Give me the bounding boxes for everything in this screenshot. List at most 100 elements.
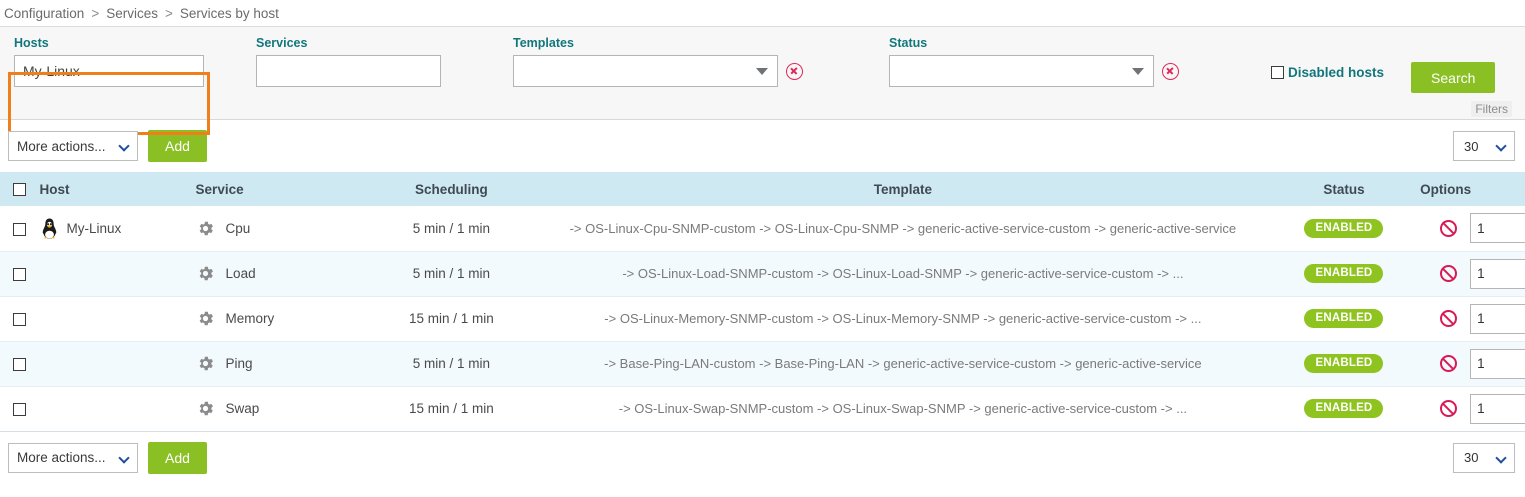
column-header-scheduling[interactable]: Scheduling — [384, 172, 518, 206]
table-header-row: Host Service Scheduling Template Status … — [0, 172, 1525, 206]
quantity-input[interactable] — [1470, 393, 1525, 424]
templates-clear-icon[interactable] — [786, 62, 803, 80]
status-wrap: ENABLED — [1288, 399, 1400, 419]
row-select-cell — [0, 250, 40, 296]
services-table: Host Service Scheduling Template Status … — [0, 172, 1525, 431]
service-link[interactable]: Ping — [196, 354, 385, 373]
templates-select[interactable] — [513, 55, 778, 87]
status-badge[interactable]: ENABLED — [1304, 399, 1384, 419]
options-wrap — [1420, 303, 1525, 334]
status-wrap: ENABLED — [1288, 309, 1400, 328]
chevron-down-icon — [118, 140, 130, 152]
scheduling-value: 5 min / 1 min — [412, 266, 491, 281]
page-size-select-top[interactable]: 30 — [1453, 131, 1515, 161]
service-link[interactable]: Swap — [196, 399, 385, 418]
templates-label: Templates — [513, 36, 574, 50]
template-chain: -> OS-Linux-Load-SNMP-custom -> OS-Linux… — [622, 266, 1184, 281]
template-chain: -> OS-Linux-Memory-SNMP-custom -> OS-Lin… — [604, 311, 1202, 326]
page-size-select-bottom[interactable]: 30 — [1453, 442, 1515, 473]
row-select-cell — [0, 206, 40, 251]
service-name: Swap — [225, 401, 260, 417]
column-header-status[interactable]: Status — [1287, 172, 1401, 206]
quantity-input[interactable] — [1470, 303, 1525, 334]
scheduling-cell: 15 min / 1 min — [384, 295, 518, 341]
table-header: Host Service Scheduling Template Status … — [0, 172, 1525, 206]
filter-hosts: Hosts — [14, 36, 204, 87]
breadcrumb-separator: > — [164, 5, 173, 21]
service-link[interactable]: Cpu — [196, 219, 385, 238]
gear-icon — [199, 402, 213, 416]
row-checkbox[interactable] — [13, 403, 26, 417]
hosts-input[interactable] — [14, 55, 204, 87]
host-link[interactable]: My-Linux — [40, 218, 196, 239]
template-cell: -> OS-Linux-Memory-SNMP-custom -> OS-Lin… — [518, 295, 1288, 341]
status-cell: ENABLED — [1287, 385, 1401, 431]
services-input[interactable] — [256, 55, 441, 87]
select-all-checkbox[interactable] — [13, 183, 26, 197]
more-actions-label: More actions... — [17, 138, 106, 154]
column-header-host[interactable]: Host — [39, 172, 196, 206]
options-wrap — [1420, 258, 1525, 289]
breadcrumb-item-services-by-host[interactable]: Services by host — [179, 5, 279, 21]
filters-panel-tag: Filters — [1471, 101, 1512, 117]
row-select-cell — [0, 385, 40, 431]
status-badge[interactable]: ENABLED — [1304, 309, 1384, 328]
status-label: Status — [889, 36, 928, 50]
template-chain: -> Base-Ping-LAN-custom -> Base-Ping-LAN… — [604, 356, 1202, 371]
deny-icon[interactable] — [1440, 265, 1458, 282]
add-button-bottom[interactable]: Add — [148, 441, 207, 474]
template-cell: -> Base-Ping-LAN-custom -> Base-Ping-LAN… — [518, 340, 1288, 386]
breadcrumb-item-configuration[interactable]: Configuration — [4, 5, 85, 21]
quantity-input[interactable] — [1470, 258, 1525, 289]
status-wrap: ENABLED — [1288, 218, 1400, 238]
chevron-down-icon — [756, 68, 768, 75]
scheduling-value: 5 min / 1 min — [412, 356, 491, 371]
service-cell: Memory — [195, 295, 385, 341]
status-clear-icon[interactable] — [1162, 62, 1179, 80]
add-button-top[interactable]: Add — [148, 130, 207, 162]
scheduling-value: 15 min / 1 min — [409, 311, 494, 326]
breadcrumb-item-services[interactable]: Services — [106, 5, 158, 21]
service-name: Memory — [225, 311, 275, 326]
disabled-hosts-checkbox[interactable] — [1271, 66, 1284, 79]
deny-icon[interactable] — [1440, 219, 1458, 237]
row-checkbox[interactable] — [13, 267, 26, 281]
options-cell — [1400, 250, 1525, 296]
deny-icon[interactable] — [1440, 400, 1458, 418]
options-wrap — [1420, 348, 1525, 379]
more-actions-select-top[interactable]: More actions... — [8, 131, 138, 161]
status-badge[interactable]: ENABLED — [1304, 264, 1384, 283]
service-link[interactable]: Load — [196, 264, 385, 283]
column-header-template[interactable]: Template — [518, 172, 1288, 206]
status-cell: ENABLED — [1288, 206, 1400, 251]
row-checkbox[interactable] — [13, 357, 26, 371]
row-checkbox[interactable] — [13, 312, 26, 326]
column-header-service[interactable]: Service — [195, 172, 385, 206]
more-actions-select-bottom[interactable]: More actions... — [8, 442, 138, 473]
search-button[interactable]: Search — [1411, 62, 1496, 93]
services-label: Services — [256, 36, 308, 50]
options-wrap — [1420, 393, 1525, 424]
chevron-down-icon — [1495, 140, 1507, 152]
page-size-value: 30 — [1464, 450, 1479, 465]
status-badge[interactable]: ENABLED — [1304, 218, 1384, 238]
row-checkbox[interactable] — [13, 222, 26, 236]
quantity-input[interactable] — [1470, 213, 1525, 244]
row-select-cell — [0, 295, 40, 341]
toolbar-bottom: More actions... Add 30 — [0, 431, 1525, 483]
deny-icon[interactable] — [1440, 355, 1458, 372]
service-cell: Load — [195, 250, 385, 296]
service-link[interactable]: Memory — [196, 309, 385, 328]
quantity-input[interactable] — [1470, 348, 1525, 379]
deny-icon[interactable] — [1440, 310, 1458, 327]
status-select[interactable] — [889, 55, 1154, 87]
status-badge[interactable]: ENABLED — [1304, 354, 1384, 373]
status-cell: ENABLED — [1287, 340, 1401, 386]
options-cell — [1400, 206, 1525, 251]
status-wrap: ENABLED — [1288, 354, 1400, 373]
disabled-hosts-toggle[interactable]: Disabled hosts — [1271, 65, 1384, 80]
options-cell — [1400, 385, 1525, 431]
